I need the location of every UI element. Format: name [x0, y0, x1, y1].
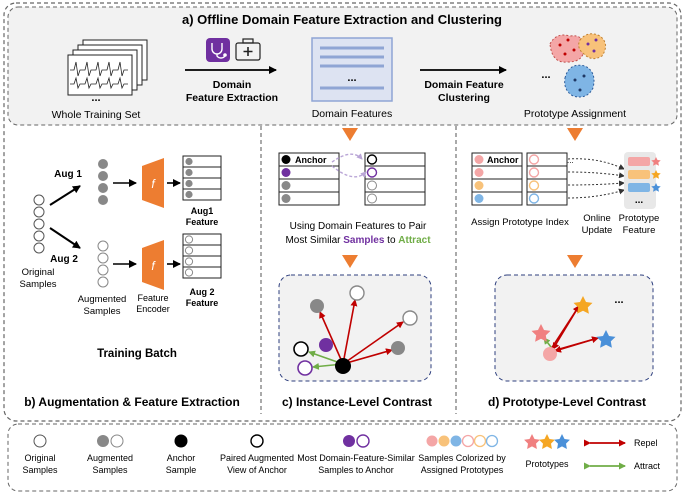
domain-extraction-label-1: Domain	[213, 79, 252, 91]
legend-colorized-2: Assigned Prototypes	[421, 465, 504, 475]
aug2-feature-label-1: Aug 2	[189, 287, 214, 297]
orange-arrow-c2	[342, 255, 358, 268]
anchor-label-d: Anchor	[487, 155, 519, 165]
prototype-index-table	[471, 152, 568, 206]
prototype-feature-label-1: Prototype	[619, 213, 660, 224]
prototype-contrast-box	[494, 274, 654, 382]
stethoscope-icon	[206, 38, 230, 62]
prototype-assignment-label: Prototype Assignment	[524, 108, 626, 120]
aug1-arrow	[49, 185, 81, 206]
pair-arrow-top	[331, 153, 363, 163]
panel-c-desc-1: Using Domain Features to Pair	[290, 221, 427, 232]
legend-prototypes-icon	[524, 434, 570, 449]
legend-similar-2: Samples to Anchor	[318, 465, 394, 475]
legend-original-icon	[33, 434, 47, 448]
online-update-label-1: Online	[583, 213, 610, 224]
orange-arrow-c	[342, 128, 358, 141]
aug1-feature-table	[182, 155, 222, 201]
panel-b-caption: b) Augmentation & Feature Extraction	[24, 395, 240, 409]
augmented-samples-label-2: Samples	[84, 306, 121, 317]
encoder-1-f: f	[151, 177, 156, 191]
feature-encoder-label-1: Feature	[137, 293, 168, 303]
training-set-ellipsis: ...	[91, 92, 100, 104]
panel-c-caption: c) Instance-Level Contrast	[282, 395, 432, 409]
prototypes-ellipsis: ...	[614, 294, 623, 306]
prototype-feature-label-2: Feature	[623, 225, 656, 236]
aug2-samples	[97, 240, 109, 288]
prototype-feature-ellipsis: ...	[635, 195, 644, 206]
desc-part-a: Most Similar	[285, 235, 343, 246]
panel-a-title: a) Offline Domain Feature Extraction and…	[182, 12, 502, 27]
table-ellipsis-d: ...	[567, 156, 574, 165]
anchor-table	[278, 152, 340, 206]
legend-similar-1: Most Domain-Feature-Similar	[297, 453, 415, 463]
feature-encoder-label-2: Encoder	[136, 304, 170, 314]
online-update-arrows	[567, 158, 625, 199]
legend-anchor-icon	[174, 434, 188, 448]
original-samples-label-2: Samples	[20, 279, 57, 290]
prototype-feature-stack	[624, 152, 661, 209]
pair-arrow-bottom	[331, 165, 367, 178]
prototype-clusters	[549, 33, 606, 98]
training-batch-label: Training Batch	[97, 348, 177, 360]
original-samples-label-1: Original	[22, 267, 55, 278]
encoder-1-shape	[142, 158, 164, 208]
legend-attract: Attract	[634, 461, 661, 471]
legend-paired-icon	[250, 434, 264, 448]
original-samples-column	[33, 194, 45, 254]
aug2-feature-table	[182, 233, 222, 279]
instance-contrast-graph	[293, 285, 418, 376]
anchor-label-c: Anchor	[295, 155, 327, 165]
desc-part-attract: Attract	[398, 235, 431, 246]
legend-colorized-icon	[426, 434, 499, 448]
aug2-arrow	[49, 227, 81, 249]
orange-arrow-d2	[567, 255, 583, 268]
medical-kit-icon	[235, 38, 261, 61]
augmented-samples-label-1: Augmented	[78, 294, 127, 305]
domain-features-label: Domain Features	[312, 108, 393, 120]
assign-index-label: Assign Prototype Index	[471, 217, 569, 228]
legend-similar-icon	[343, 434, 370, 448]
prototype-contrast-graph	[531, 296, 616, 361]
clustering-label-1: Domain Feature	[424, 79, 504, 91]
legend-original-2: Samples	[22, 465, 58, 475]
panel-c-desc-2: Most Similar Samples to Attract	[285, 235, 431, 246]
outer-frame	[3, 2, 682, 422]
legend-prototypes: Prototypes	[525, 459, 569, 469]
aug1-samples	[98, 159, 108, 205]
encoder-2-shape	[142, 240, 164, 290]
online-update-label-2: Update	[582, 225, 613, 236]
training-set-icon	[67, 39, 148, 96]
legend-original-1: Original	[24, 453, 55, 463]
clustering-label-2: Clustering	[438, 92, 490, 104]
legend-repel: Repel	[634, 438, 658, 448]
encoder-2-f: f	[151, 259, 156, 273]
paired-table	[364, 152, 426, 206]
aug2-feature-label-2: Feature	[186, 298, 219, 308]
legend-augmented-1: Augmented	[87, 453, 133, 463]
legend-paired-1: Paired Augmented	[220, 453, 294, 463]
legend-anchor-2: Sample	[166, 465, 197, 475]
clusters-ellipsis: ...	[541, 69, 550, 81]
aug2-label: Aug 2	[50, 254, 78, 265]
desc-part-samples: Samples	[343, 235, 385, 246]
aug1-feature-label-1: Aug1	[191, 206, 214, 216]
domain-features-table	[311, 37, 393, 102]
legend-colorized-1: Samples Colorized by	[418, 453, 506, 463]
legend-paired-2: View of Anchor	[227, 465, 287, 475]
desc-part-c: to	[384, 235, 398, 246]
legend-anchor-1: Anchor	[167, 453, 196, 463]
domain-extraction-label-2: Feature Extraction	[186, 92, 278, 104]
aug1-label: Aug 1	[54, 169, 82, 180]
domain-features-ellipsis: ...	[347, 72, 356, 84]
legend-augmented-icon	[97, 434, 124, 448]
aug1-feature-label-2: Feature	[186, 217, 219, 227]
whole-training-set-label: Whole Training Set	[52, 109, 141, 121]
legend-augmented-2: Samples	[92, 465, 128, 475]
panel-d-caption: d) Prototype-Level Contrast	[488, 395, 646, 409]
orange-arrow-d	[567, 128, 583, 141]
